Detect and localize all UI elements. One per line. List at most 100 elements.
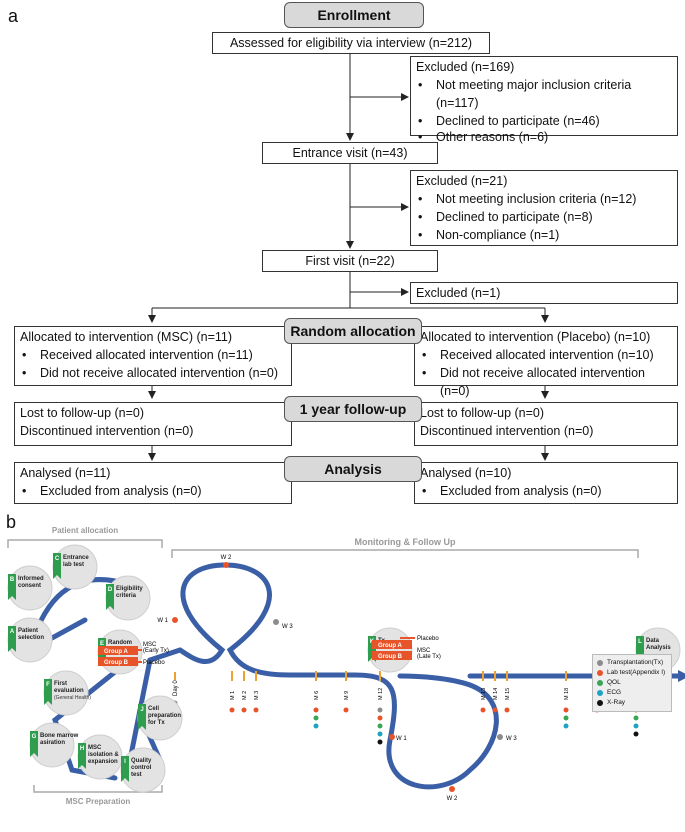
day0-label: Day 0 — [173, 680, 179, 696]
alloc-msc-title: Allocated to intervention (MSC) (n=11) — [20, 330, 233, 344]
monitoring-bracket — [171, 549, 639, 558]
step-k-node: KTx — [367, 627, 413, 673]
month-lab-dot — [313, 707, 319, 713]
month-label: M 14 — [493, 688, 499, 700]
w1-marker — [172, 617, 178, 623]
step-label: evaluation — [54, 688, 84, 694]
step-ribbon — [121, 756, 129, 782]
step-label: selection — [18, 635, 44, 641]
step-label: preparation — [148, 713, 181, 719]
step-letter: E — [100, 641, 104, 647]
step-ribbon — [106, 584, 114, 610]
step-sublabel: (General Health) — [54, 695, 91, 701]
followup-header: 1 year follow-up — [284, 396, 422, 422]
month-ecg-dot — [563, 723, 569, 729]
month-qol-dot — [563, 715, 569, 721]
followup-msc-line: Lost to follow-up (n=0) — [20, 406, 145, 420]
legend-item: Transplantation(Tx) — [597, 658, 667, 668]
w2b-label: W 2 — [447, 796, 458, 802]
k-group-a-label: Group A — [378, 643, 402, 649]
w2-marker — [223, 562, 229, 568]
legend-qol-dot — [597, 680, 603, 686]
step-letter: H — [80, 746, 84, 752]
step-label: lab test — [63, 562, 84, 568]
e-placebo-label: Placebo — [143, 660, 165, 666]
step-letter: D — [108, 587, 113, 593]
step-ribbon — [8, 626, 16, 652]
step-letter: G — [32, 734, 37, 740]
step-letter: L — [638, 639, 642, 645]
step-ribbon — [30, 731, 38, 757]
w3-marker — [273, 619, 279, 625]
month-lab-dot — [480, 707, 486, 713]
followup-placebo-box: Lost to follow-up (n=0) Discontinued int… — [414, 402, 678, 446]
entrance-visit-box: Entrance visit (n=43) — [262, 142, 438, 164]
analysis-header: Analysis — [284, 456, 422, 482]
msc-preparation-bracket — [33, 785, 163, 793]
month-label: M 12 — [378, 688, 384, 700]
month-lab-dot — [504, 707, 510, 713]
step-letter: J — [140, 707, 143, 713]
month-label: M 9 — [344, 691, 350, 700]
month-label: M 18 — [564, 688, 570, 700]
month-ecg-dot — [377, 731, 383, 737]
legend-xray-dot — [597, 700, 603, 706]
excluded2-box: Excluded (n=21) Not meeting inclusion cr… — [410, 170, 678, 246]
step-label: for Tx — [148, 720, 165, 726]
step-label: Random — [108, 640, 132, 646]
alloc-placebo-item: Did not receive allocated intervention (… — [420, 364, 672, 400]
excluded2-item: Not meeting inclusion criteria (n=12) — [416, 190, 672, 208]
followup-msc-box: Lost to follow-up (n=0) Discontinued int… — [14, 402, 292, 446]
month-label: M 6 — [314, 691, 320, 700]
assessed-box: Assessed for eligibility via interview (… — [212, 32, 490, 54]
analysis-msc-box: Analysed (n=11) Excluded from analysis (… — [14, 462, 292, 504]
excluded1-title: Excluded (n=169) — [416, 60, 515, 74]
legend-label: Transplantation(Tx) — [607, 659, 664, 666]
month-lab-dot — [253, 707, 259, 713]
step-ribbon — [8, 574, 16, 600]
step-label: isolation & — [88, 752, 119, 758]
step-label: Entrance — [63, 555, 89, 561]
e-group-a-box — [98, 646, 138, 655]
legend: Transplantation(Tx) Lab test(Appendix I)… — [592, 654, 672, 712]
msc-preparation-label: MSC Preparation — [66, 797, 131, 806]
enrollment-header: Enrollment — [284, 2, 424, 28]
step-letter: I — [124, 759, 126, 765]
w1-label: W 1 — [157, 618, 168, 624]
legend-item: QOL — [597, 678, 667, 688]
legend-ecg-dot — [597, 690, 603, 696]
timeline-diagram: Patient allocation Monitoring & Follow U… — [7, 526, 685, 806]
step-letter: C — [55, 556, 60, 562]
step-label: First — [54, 681, 67, 687]
legend-item: Lab test(Appendix I) — [597, 668, 667, 678]
month-ecg-dot — [313, 723, 319, 729]
step-ribbon — [53, 553, 61, 579]
month-tx-dot — [377, 707, 383, 713]
month-xray-dot — [633, 731, 639, 737]
step-label: test — [131, 772, 142, 778]
k-msc-label: MSC — [417, 648, 431, 654]
month-lab-dot — [563, 707, 569, 713]
excluded3-box: Excluded (n=1) — [410, 282, 678, 304]
step-label: Bone marrow — [40, 733, 79, 739]
month-lab-dot — [377, 715, 383, 721]
month-markers: M 1M 2M 3M 6M 9M 12M 13M 14M 15M 18M 21M… — [229, 671, 640, 745]
step-ribbon — [44, 679, 52, 705]
analysis-msc-title: Analysed (n=11) — [20, 466, 111, 480]
analysis-placebo-item: Excluded from analysis (n=0) — [420, 482, 672, 500]
k-msc-sub: (Late Tx) — [417, 654, 441, 660]
patient-allocation-label: Patient allocation — [52, 526, 118, 535]
monitoring-label: Monitoring & Follow Up — [355, 537, 456, 547]
step-label: Informed — [18, 576, 44, 582]
k-placebo-label: Placebo — [417, 636, 439, 642]
w3b-marker — [497, 734, 503, 740]
month-label: M 3 — [254, 691, 260, 700]
month-label: M 1 — [230, 691, 236, 700]
